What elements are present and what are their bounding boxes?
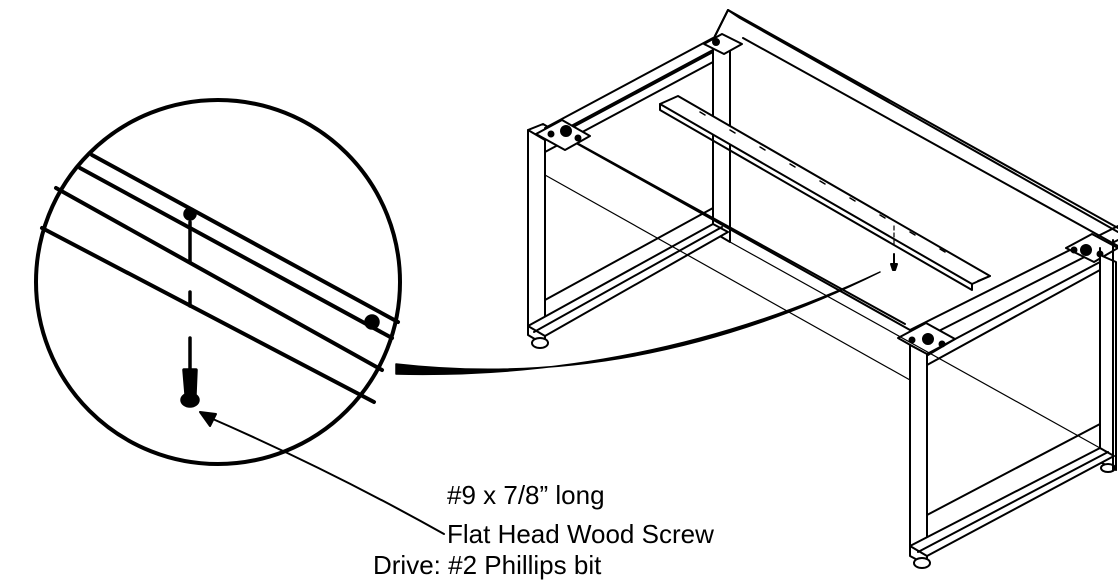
- corner-bracket-front-right: [1065, 233, 1118, 263]
- screw-type-label: Flat Head Wood Screw: [447, 519, 714, 549]
- screw-size-label: #9 x 7/8” long: [447, 480, 605, 510]
- top-frame: [544, 9, 1118, 339]
- detail-magnifier: [34, 98, 402, 466]
- hidden-edges: [544, 174, 1101, 449]
- screw-small-icon: [890, 225, 898, 271]
- corner-bracket-back-left: [535, 119, 591, 151]
- corner-bracket-back-right: [703, 33, 743, 55]
- magnifier-leader: [395, 271, 881, 376]
- front-right-leg: [909, 254, 1117, 569]
- center-stretcher-rail: [659, 95, 991, 291]
- back-left-leg: [527, 39, 731, 349]
- side-rail-right: [1099, 239, 1114, 471]
- callout-arrow: [199, 411, 445, 535]
- screw-drive-label: Drive: #2 Phillips bit: [373, 550, 602, 580]
